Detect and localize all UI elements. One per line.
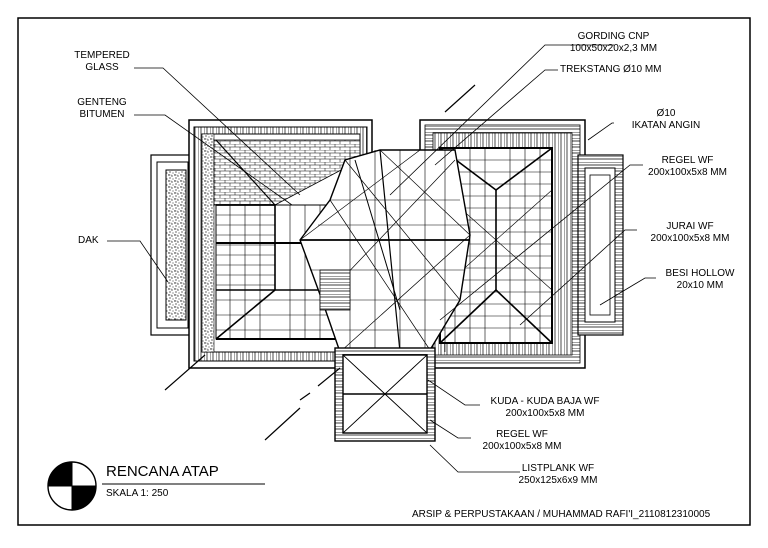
gording-line2: 100x50x20x2,3 MM (569, 43, 658, 54)
drawing-scale: SKALA 1: 250 (106, 488, 169, 499)
regel-wf-bottom-line2: 200x100x5x8 MM (482, 441, 562, 452)
dak-label: DAK (78, 235, 99, 246)
kuda-kuda-label: KUDA - KUDA BAJA WF 200x100x5x8 MM (480, 396, 610, 420)
ikatan-angin-label: Ø10 IKATAN ANGIN (616, 108, 716, 132)
listplank-line1: LISTPLANK WF (521, 463, 595, 474)
regel-wf-bottom-label: REGEL WF 200x100x5x8 MM (472, 429, 572, 453)
kuda-kuda-line1: KUDA - KUDA BAJA WF (490, 396, 600, 407)
listplank-label: LISTPLANK WF 250x125x6x9 MM (508, 463, 608, 487)
ikatan-angin-line1: Ø10 (656, 108, 676, 119)
kuda-kuda-line2: 200x100x5x8 MM (505, 408, 585, 419)
trekstang-label: TREKSTANG Ø10 MM (560, 64, 662, 75)
tempered-glass-label: TEMPERED GLASS (70, 50, 134, 74)
jurai-wf-line1: JURAI WF (666, 221, 714, 232)
regel-wf-top-line1: REGEL WF (661, 155, 714, 166)
right-annex (577, 154, 624, 336)
besi-hollow-label: BESI HOLLOW 20x10 MM (655, 268, 745, 292)
ikatan-angin-line2: IKATAN ANGIN (631, 120, 701, 131)
gording-line1: GORDING CNP (577, 31, 650, 42)
genteng-bitumen-label: GENTENG BITUMEN (70, 97, 134, 121)
tempered-glass-line1: TEMPERED (74, 50, 130, 61)
regel-wf-top-label: REGEL WF 200x100x5x8 MM (640, 155, 735, 179)
jurai-wf-label: JURAI WF 200x100x5x8 MM (640, 221, 740, 245)
genteng-bitumen-line2: BITUMEN (79, 109, 125, 120)
regel-wf-top-line2: 200x100x5x8 MM (648, 167, 727, 178)
genteng-bitumen-line1: GENTENG (77, 97, 127, 108)
gording-label: GORDING CNP 100x50x20x2,3 MM (556, 31, 671, 55)
dak-slab (150, 154, 195, 336)
entrance-canopy (334, 347, 436, 442)
footer-credit: ARSIP & PERPUSTAKAAN / MUHAMMAD RAFI'I_2… (412, 509, 711, 520)
section-lines (164, 84, 476, 441)
center-canopy (299, 149, 471, 353)
orientation-symbol (47, 461, 97, 511)
drawing-title: RENCANA ATAP (106, 463, 219, 480)
listplank-line2: 250x125x6x9 MM (518, 475, 598, 486)
regel-wf-bottom-line1: REGEL WF (496, 429, 548, 440)
jurai-wf-line2: 200x100x5x8 MM (650, 233, 730, 244)
besi-hollow-line1: BESI HOLLOW (665, 268, 735, 279)
sheet-border (17, 17, 751, 526)
besi-hollow-line2: 20x10 MM (676, 280, 724, 291)
leader-lines (107, 44, 656, 473)
tempered-glass-line2: GLASS (85, 62, 119, 73)
